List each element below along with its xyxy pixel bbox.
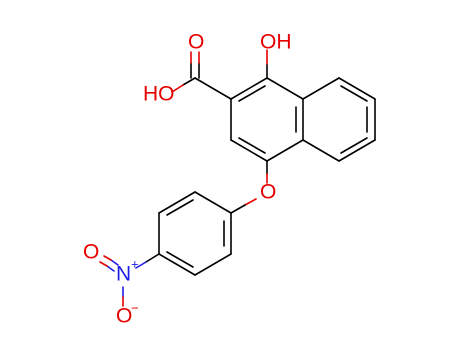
naphthalene-right-ring [302,77,376,162]
bond-c4-c4a [266,139,304,162]
acid-hydroxyl-label: HO [143,83,175,106]
bond-ether-o-phenyl-red [244,198,257,206]
bond-p1-p2 [194,191,232,214]
acid-oxo-label: O [188,31,204,54]
bond-n-o-top-a-blue [110,259,119,266]
nitro-oxygen-top-label: O [83,241,99,264]
bond-p4-p5 [158,253,196,276]
bond-n-o-top-b-red [99,261,108,267]
nitro-oxygen-charge: − [131,300,139,315]
bond-carboxyl-oh [182,77,196,86]
nitrophenyl-ring [158,191,232,276]
nitro-nitrogen-charge: + [131,256,139,271]
bond-c6-c5-inner [340,137,368,154]
bond-c3-c4-inner [238,137,266,154]
bond-p4-p5-inner [166,251,194,268]
carboxylic-acid-group: O HO [143,31,232,106]
bond-c1-c2 [230,77,268,100]
hydroxyl-group: OH [260,31,292,79]
ether-oxygen-label: O [260,181,276,204]
bond-carboxyl-oh-red [171,84,184,93]
nitro-oxygen-bottom-label: O [116,305,132,328]
naphthalene-left-ring [230,77,304,162]
bond-c1-c2-inner [238,85,266,102]
bond-c8-c7 [338,77,376,100]
bond-c3-c4 [230,139,268,162]
ether-linkage: O [230,160,276,214]
bond-ether-o-phenyl [230,204,246,214]
bond-c8a-c8 [302,77,340,100]
bond-p2-p3-inner [166,199,194,216]
bond-p5-p6 [194,253,232,276]
bond-c8a-c1 [266,77,304,100]
bond-c5-c4a [302,139,340,162]
bond-c8-c7-inner [340,85,368,102]
bond-p2-p3 [158,191,196,214]
bond-ring-nitrogen-blue [135,261,147,269]
hydroxyl-label: OH [260,31,292,54]
bond-c6-c5 [338,139,376,162]
bond-n-o-top-a-red [103,255,112,261]
bond-n-o-top-b-blue [106,265,115,272]
nitro-group: N + O O − [83,241,160,328]
bond-ring-nitrogen [145,253,160,263]
nitro-nitrogen-label: N [116,263,131,286]
bond-c2-carboxyl-carbon [194,77,232,100]
